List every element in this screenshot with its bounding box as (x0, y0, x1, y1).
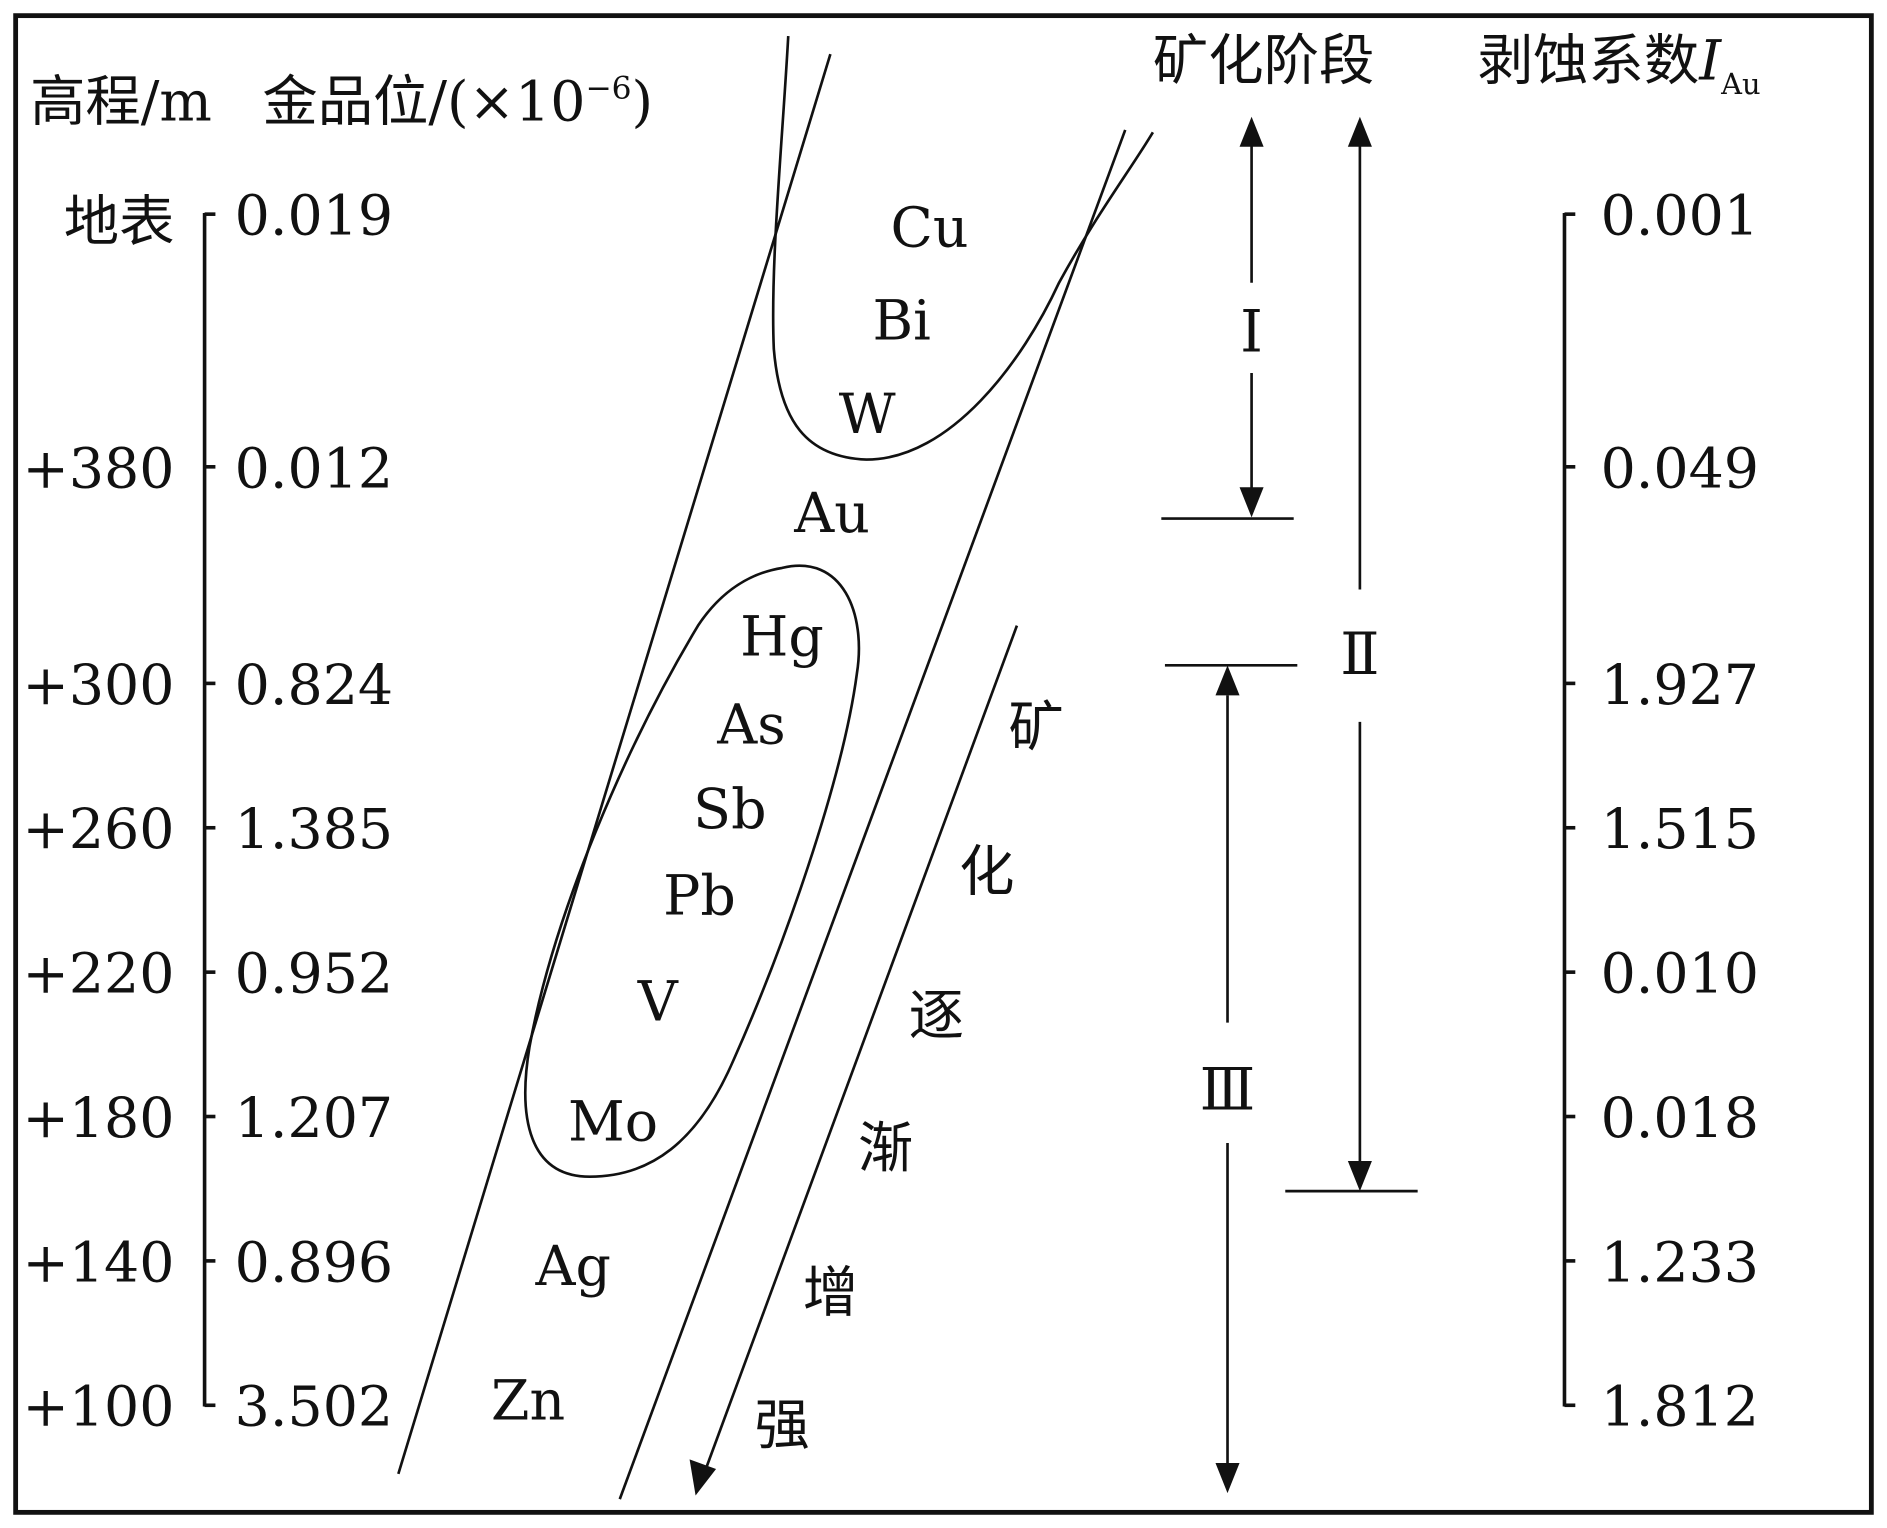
coefficient-label: 0.049 (1601, 437, 1759, 501)
coefficient-label: 1.927 (1601, 654, 1759, 718)
left-axis (202, 212, 216, 1408)
erosion-header: 剥蚀系数IAu (1478, 29, 1761, 100)
coefficient-label: 1.812 (1601, 1376, 1759, 1440)
element-label: Sb (693, 778, 766, 842)
trend-char: 强 (755, 1394, 810, 1458)
coefficient-label: 0.010 (1601, 943, 1759, 1007)
trend-char: 增 (803, 1261, 858, 1325)
element-label: V (637, 970, 679, 1034)
coefficient-label: 0.018 (1601, 1087, 1759, 1151)
elevation-label: +220 (22, 943, 174, 1007)
coefficient-label: 1.233 (1601, 1231, 1759, 1295)
elevation-label: +300 (22, 654, 174, 718)
element-label: As (716, 694, 785, 758)
stage-arrows: Ⅰ Ⅱ Ⅲ (1161, 116, 1418, 1494)
elevation-header: 高程/m (30, 70, 212, 134)
grade-label: 1.385 (235, 798, 393, 862)
zone-boundaries (397, 36, 1155, 1500)
trend-char: 化 (959, 840, 1014, 904)
elevation-label: +380 (22, 437, 174, 501)
grade-label: 0.019 (235, 185, 393, 249)
trend-arrowhead (689, 1459, 717, 1496)
elevation-label: 地表 (64, 191, 175, 255)
elevation-label: +100 (22, 1376, 174, 1440)
trend-char: 矿 (1008, 696, 1063, 760)
elevation-label: +140 (22, 1231, 174, 1295)
element-label: Mo (568, 1091, 658, 1155)
coefficient-label: 0.001 (1601, 185, 1759, 249)
stage-1-label: Ⅰ (1240, 297, 1263, 365)
element-label: Pb (663, 864, 736, 928)
grade-label: 1.207 (235, 1087, 393, 1151)
grade-label: 0.952 (235, 943, 393, 1007)
coefficient-label: 1.515 (1601, 798, 1759, 862)
element-label: Au (793, 482, 870, 546)
grade-header: 金品位/(×10−6) (262, 70, 653, 134)
grade-label: 3.502 (235, 1376, 393, 1440)
elevation-label: +260 (22, 798, 174, 862)
element-label: Bi (872, 289, 930, 353)
trend-char: 逐 (909, 985, 964, 1049)
element-label: Ag (535, 1235, 611, 1299)
right-axis (1562, 212, 1576, 1408)
grade-label: 0.824 (235, 654, 393, 718)
frame-border (13, 13, 1874, 1515)
grade-label: 0.896 (235, 1231, 393, 1295)
element-label: Zn (491, 1370, 565, 1434)
grade-label: 0.012 (235, 437, 393, 501)
stage-header: 矿化阶段 (1153, 29, 1374, 93)
element-label: Cu (891, 197, 969, 261)
element-label: Hg (740, 606, 824, 670)
element-label: W (839, 383, 896, 447)
elevation-label: +180 (22, 1087, 174, 1151)
stage-2-label: Ⅱ (1340, 620, 1379, 688)
trend-char: 渐 (858, 1117, 913, 1181)
stage-3-label: Ⅲ (1200, 1055, 1256, 1123)
